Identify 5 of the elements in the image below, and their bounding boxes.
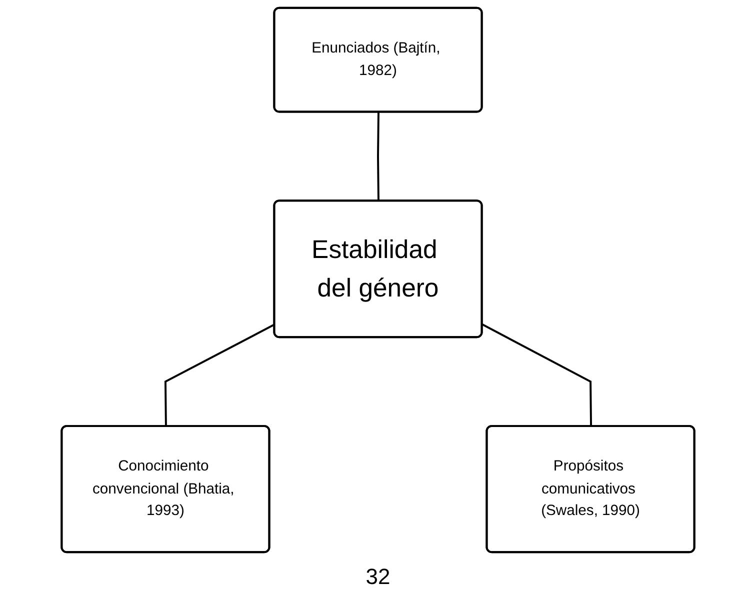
page-number: 32 — [366, 564, 390, 590]
diagram: Enunciados (Bajtín, 1982) Estabilidad del género Conocimiento convencional (Bhatia, 1993) Propósitos comunicativos (Swales, 1990) — [8, 0, 748, 560]
connector — [482, 324, 592, 427]
connector — [164, 324, 276, 427]
connector — [377, 112, 380, 202]
